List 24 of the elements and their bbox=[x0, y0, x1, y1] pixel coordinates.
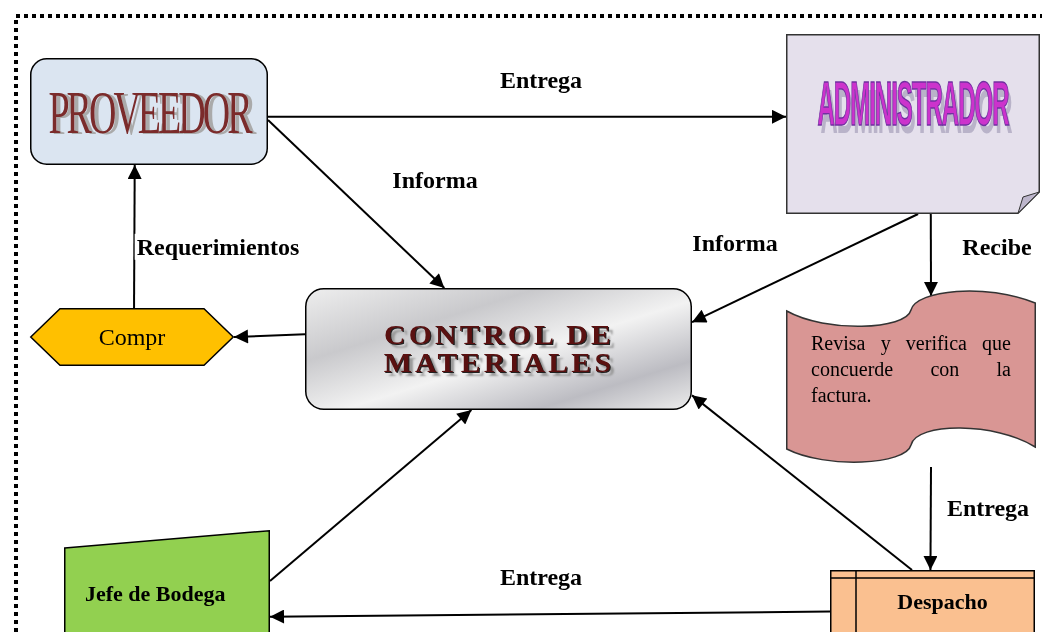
arrow bbox=[691, 394, 913, 571]
arrow bbox=[269, 409, 473, 582]
arrow bbox=[269, 609, 831, 624]
arrow bbox=[267, 119, 446, 289]
document-shape bbox=[786, 34, 1040, 214]
arrow bbox=[233, 329, 306, 344]
node-label: Compr bbox=[98, 323, 166, 351]
edge-label: Requerimientos bbox=[134, 233, 302, 261]
manual-input-shape bbox=[64, 530, 270, 632]
arrow bbox=[127, 164, 142, 309]
node-label: Jefe de Bodega bbox=[85, 580, 227, 609]
internal-storage-shape bbox=[830, 570, 1035, 632]
preparation-hexagon bbox=[30, 308, 234, 366]
node-label: CONTROL DE MATERIALES bbox=[382, 320, 615, 378]
arrow bbox=[267, 109, 787, 124]
node-label: Despacho bbox=[897, 589, 988, 615]
arrow bbox=[923, 466, 938, 571]
arrow bbox=[691, 213, 920, 324]
arrow bbox=[923, 213, 938, 297]
process-box bbox=[305, 288, 692, 410]
process-box bbox=[30, 58, 268, 165]
node-label: ADMINISTRADOR bbox=[817, 67, 1009, 140]
node-label: Revisa y verifica que concuerde con la factura. bbox=[811, 331, 1011, 408]
node-label: PROVEEDOR bbox=[48, 76, 250, 147]
